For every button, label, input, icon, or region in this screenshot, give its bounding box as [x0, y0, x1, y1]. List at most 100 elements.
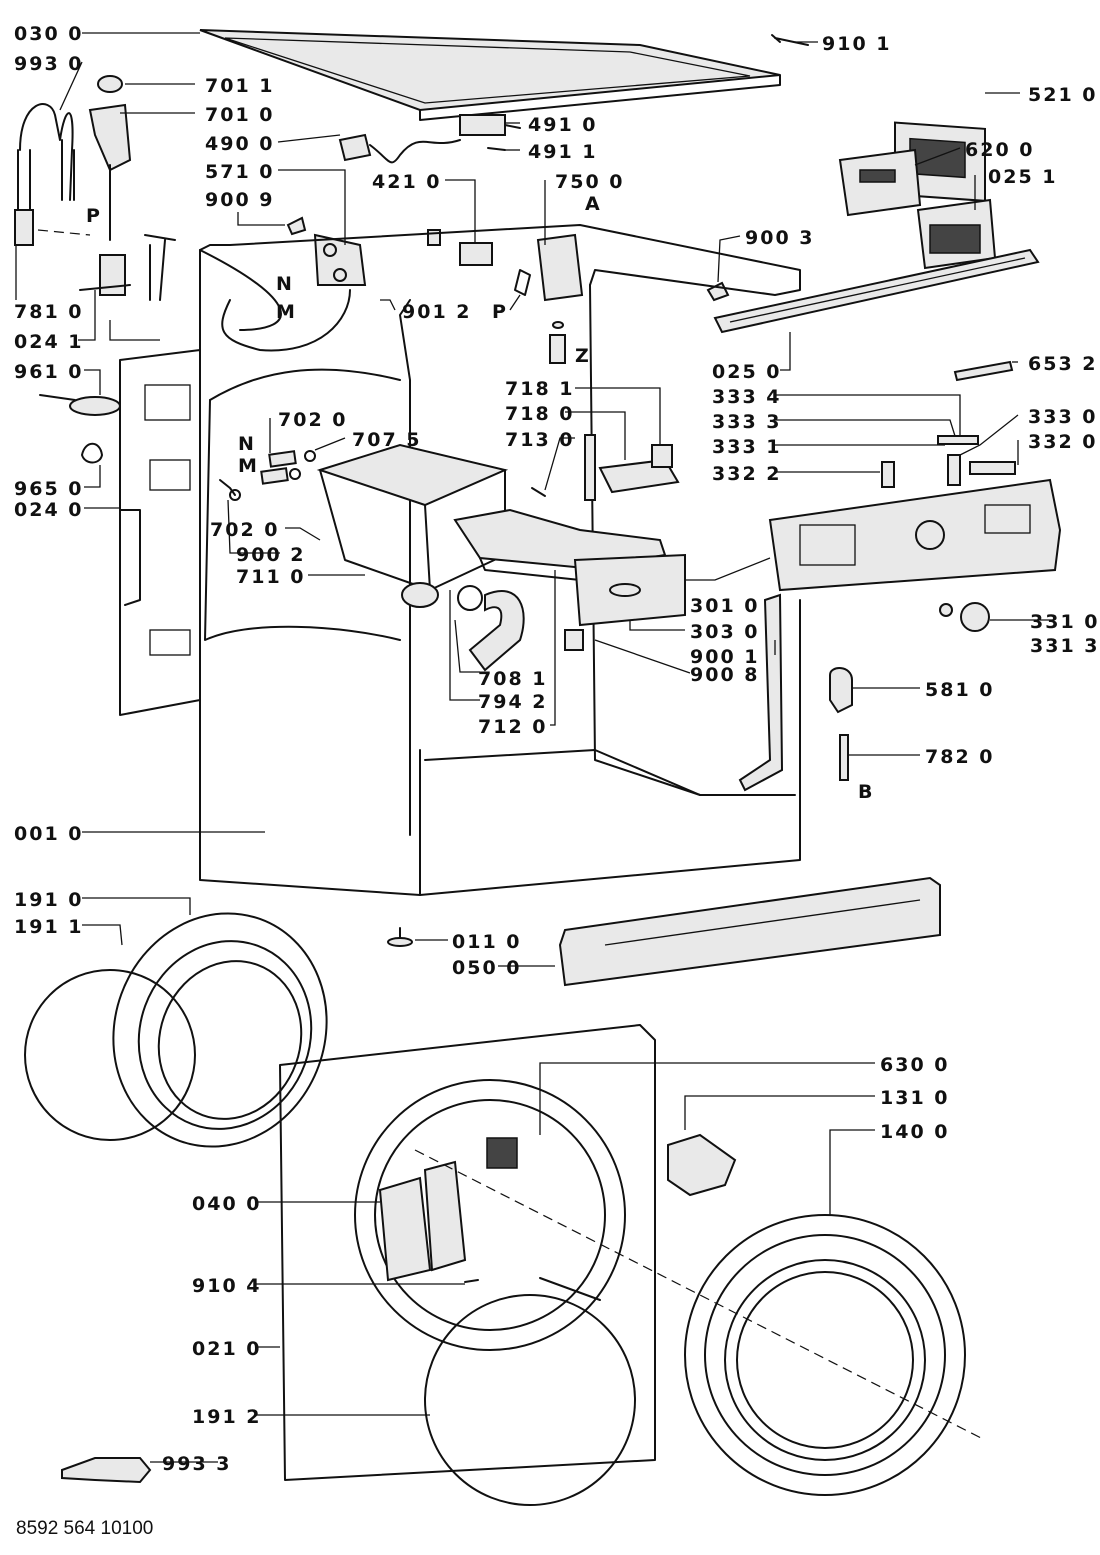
label-332-0: 332 0	[1028, 431, 1098, 453]
label-331-0: 331 0	[1030, 611, 1100, 633]
label-191-0: 191 0	[14, 889, 84, 911]
door-assembly	[684, 1214, 966, 1496]
porthole-glass	[24, 969, 196, 1141]
label-900-9: 900 9	[205, 189, 275, 211]
hose-bracket	[144, 234, 176, 301]
label-011-0: 011 0	[452, 931, 522, 953]
pressure-switch	[514, 233, 584, 364]
label-781-0: 781 0	[14, 301, 84, 323]
label-718-1: 718 1	[505, 378, 575, 400]
label-571-0: 571 0	[205, 161, 275, 183]
label-333-3: 333 3	[712, 411, 782, 433]
label-331-3: 331 3	[1030, 635, 1100, 657]
label-581-0: 581 0	[925, 679, 995, 701]
service-tool	[61, 1457, 152, 1484]
label-713-0: 713 0	[505, 429, 575, 451]
valve-fittings	[219, 450, 316, 501]
thermistor	[829, 667, 853, 714]
label-900-1: 900 1	[690, 646, 760, 668]
mains-cable	[338, 133, 461, 164]
label-712-0: 712 0	[478, 716, 548, 738]
dispenser-housing	[316, 443, 509, 608]
selector-knob	[939, 602, 990, 632]
label-490-0: 490 0	[205, 133, 275, 155]
door-spring	[539, 1277, 601, 1301]
spring-713-0	[531, 487, 546, 497]
rod-782-0	[839, 734, 849, 781]
solenoid-valve	[313, 233, 367, 286]
label-910-1: 910 1	[822, 33, 892, 55]
inlet-filter	[79, 75, 132, 296]
label-965-0: 965 0	[14, 478, 84, 500]
label-001-0: 001 0	[14, 823, 84, 845]
label-040-0: 040 0	[192, 1193, 262, 1215]
inner-glass	[424, 1294, 636, 1506]
label-021-0: 021 0	[192, 1338, 262, 1360]
label-131-0: 131 0	[880, 1087, 950, 1109]
door-lock	[486, 1137, 518, 1169]
label-701-1: 701 1	[205, 75, 275, 97]
marker-p-hose: P	[86, 205, 100, 227]
label-910-4: 910 4	[192, 1275, 262, 1297]
light-pipe	[953, 360, 1014, 382]
side-bracket	[738, 593, 784, 792]
label-620-0: 620 0	[965, 139, 1035, 161]
label-630-0: 630 0	[880, 1054, 950, 1076]
label-024-0: 024 0	[14, 499, 84, 521]
label-491-0: 491 0	[528, 114, 598, 136]
rear-panel	[119, 349, 201, 716]
screw-910-1	[771, 34, 809, 46]
ring-965-0	[81, 442, 103, 464]
marker-p-switch: P	[492, 301, 506, 323]
marker-m-valve: M	[276, 301, 295, 323]
door-handle	[667, 1133, 737, 1197]
label-718-0: 718 0	[505, 403, 575, 425]
assembly-axis	[414, 1149, 986, 1441]
label-653-2: 653 2	[1028, 353, 1098, 375]
document-code: 8592 564 10100	[16, 1518, 154, 1539]
adjustable-foot	[387, 927, 413, 947]
label-333-1: 333 1	[712, 436, 782, 458]
label-993-0: 993 0	[14, 53, 84, 75]
front-panel	[279, 1024, 656, 1481]
label-701-0: 701 0	[205, 104, 275, 126]
label-421-0: 421 0	[372, 171, 442, 193]
drawer-insert	[584, 434, 680, 501]
module-025-1	[916, 198, 997, 270]
label-025-0: 025 0	[712, 361, 782, 383]
label-332-2: 332 2	[712, 463, 782, 485]
label-900-3: 900 3	[745, 227, 815, 249]
suppressor	[459, 114, 521, 151]
label-961-0: 961 0	[14, 361, 84, 383]
marker-z: Z	[575, 345, 589, 367]
label-303-0: 303 0	[690, 621, 760, 643]
label-702-0-top: 702 0	[278, 409, 348, 431]
button-set	[881, 435, 1016, 488]
label-333-0: 333 0	[1028, 406, 1098, 428]
marker-b: B	[858, 781, 872, 803]
leader-lines	[15, 32, 1052, 1463]
marker-a: A	[585, 193, 600, 215]
label-050-0: 050 0	[452, 957, 522, 979]
clip-900-9	[286, 216, 307, 236]
label-030-0: 030 0	[14, 23, 84, 45]
display-board	[838, 148, 922, 217]
door-seal	[112, 912, 328, 1148]
label-707-5: 707 5	[352, 429, 422, 451]
label-708-1: 708 1	[478, 668, 548, 690]
control-rail	[713, 248, 1040, 334]
drain-hose	[14, 103, 91, 246]
label-301-0: 301 0	[690, 595, 760, 617]
label-993-3: 993 3	[162, 1453, 232, 1475]
label-521-0: 521 0	[1028, 84, 1098, 106]
drawer-front	[573, 553, 686, 627]
clip-900-8	[564, 629, 584, 651]
label-900-2: 900 2	[236, 544, 306, 566]
label-782-0: 782 0	[925, 746, 995, 768]
sump-hose	[457, 585, 525, 672]
label-140-0: 140 0	[880, 1121, 950, 1143]
top-cover	[199, 29, 781, 121]
label-191-1: 191 1	[14, 916, 84, 938]
label-750-0: 750 0	[555, 171, 625, 193]
label-333-4: 333 4	[712, 386, 782, 408]
